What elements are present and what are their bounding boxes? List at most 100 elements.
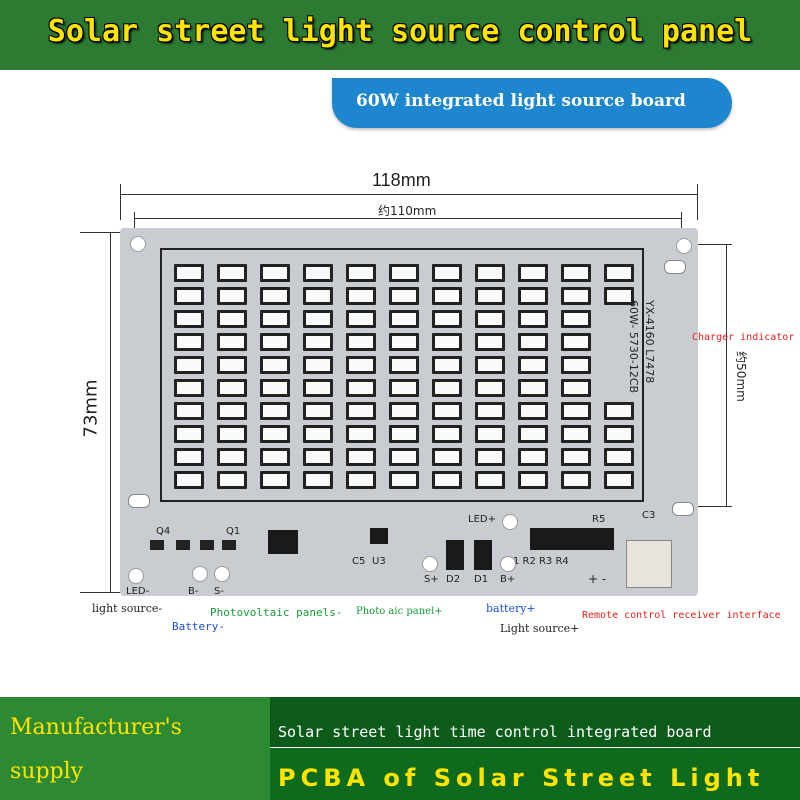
led-chip bbox=[604, 471, 634, 489]
board-model-1: 60W- 5730-12CB bbox=[627, 300, 640, 394]
silk-q1: Q1 bbox=[226, 526, 241, 537]
led-chip bbox=[518, 287, 548, 305]
led-chip bbox=[475, 379, 505, 397]
led-chip bbox=[475, 287, 505, 305]
label-light-source-plus: Light source+ bbox=[500, 622, 580, 635]
led-chip bbox=[604, 287, 634, 305]
led-chip bbox=[217, 310, 247, 328]
led-chip bbox=[217, 471, 247, 489]
led-chip bbox=[174, 471, 204, 489]
subtitle-badge: 60W integrated light source board bbox=[332, 78, 732, 128]
silk-s-minus: S- bbox=[214, 586, 224, 597]
mount-slot-right-top bbox=[664, 260, 686, 274]
led-chip bbox=[303, 379, 333, 397]
width-inner-tick-right bbox=[681, 212, 682, 242]
transistor-q4b bbox=[176, 540, 190, 550]
width-inner-line bbox=[134, 218, 682, 219]
led-chip bbox=[389, 310, 419, 328]
led-chip bbox=[346, 310, 376, 328]
led-chip bbox=[217, 264, 247, 282]
led-chip bbox=[174, 448, 204, 466]
silk-b-minus: B- bbox=[188, 586, 199, 597]
led-chip bbox=[303, 425, 333, 443]
footer-manufacturer: Manufacturer's supply bbox=[10, 715, 182, 784]
subtitle-text: 60W integrated light source board bbox=[356, 91, 686, 111]
led-chip bbox=[561, 333, 591, 351]
led-chip bbox=[432, 425, 462, 443]
silk-led-minus: LED- bbox=[126, 586, 150, 597]
led-chip bbox=[389, 402, 419, 420]
mount-slot-right-bottom bbox=[672, 502, 694, 516]
led-chip bbox=[303, 402, 333, 420]
diode-d2 bbox=[446, 540, 464, 570]
led-chip bbox=[561, 379, 591, 397]
silk-c3: C3 bbox=[642, 510, 656, 521]
label-charger-indicator: Charger indicator bbox=[692, 332, 795, 343]
led-chip bbox=[389, 287, 419, 305]
led-chip bbox=[432, 333, 462, 351]
page-title: Solar street light source control panel bbox=[47, 14, 753, 49]
height-inner-tick-bottom bbox=[688, 506, 732, 507]
led-chip bbox=[346, 287, 376, 305]
led-chip bbox=[260, 287, 290, 305]
led-chip bbox=[389, 448, 419, 466]
led-chip bbox=[174, 402, 204, 420]
led-chip bbox=[260, 448, 290, 466]
led-chip bbox=[174, 356, 204, 374]
transistor-q1a bbox=[200, 540, 214, 550]
led-chip bbox=[475, 402, 505, 420]
led-chip bbox=[346, 471, 376, 489]
width-outer-tick-left bbox=[120, 184, 121, 220]
led-chip bbox=[217, 425, 247, 443]
height-outer-label: 73mm bbox=[80, 379, 102, 438]
led-chip bbox=[475, 310, 505, 328]
transistor-q1b bbox=[222, 540, 236, 550]
led-chip bbox=[518, 402, 548, 420]
led-chip bbox=[260, 264, 290, 282]
led-chip bbox=[475, 471, 505, 489]
led-chip bbox=[303, 356, 333, 374]
led-chip bbox=[432, 356, 462, 374]
led-chip bbox=[389, 379, 419, 397]
label-battery-plus: battery+ bbox=[486, 602, 536, 615]
led-chip bbox=[389, 471, 419, 489]
led-chip bbox=[174, 310, 204, 328]
label-pv-minus: Photovoltaic panels- bbox=[210, 606, 343, 619]
led-chip bbox=[561, 402, 591, 420]
led-array-frame bbox=[160, 248, 644, 502]
led-chip bbox=[604, 402, 634, 420]
led-chip bbox=[432, 471, 462, 489]
label-battery-minus: Battery- bbox=[172, 620, 225, 633]
footer-line1-bg bbox=[270, 697, 800, 747]
height-inner-line bbox=[726, 244, 727, 506]
silk-r1-r4: R1 R2 R3 R4 bbox=[506, 556, 569, 567]
led-chip bbox=[174, 425, 204, 443]
width-inner-label: 约110mm bbox=[378, 204, 437, 218]
led-chip bbox=[518, 356, 548, 374]
width-outer-tick-right bbox=[697, 184, 698, 220]
led-chip bbox=[561, 310, 591, 328]
led-chip bbox=[432, 448, 462, 466]
led-chip bbox=[303, 333, 333, 351]
mount-slot-left bbox=[128, 494, 150, 508]
led-chip bbox=[303, 471, 333, 489]
led-chip bbox=[561, 264, 591, 282]
silk-r5: R5 bbox=[592, 514, 606, 525]
led-chip bbox=[260, 425, 290, 443]
label-light-source-minus: light source- bbox=[92, 602, 163, 615]
led-chip bbox=[217, 356, 247, 374]
led-chip bbox=[518, 264, 548, 282]
led-chip bbox=[432, 287, 462, 305]
led-chip bbox=[174, 287, 204, 305]
height-inner-tick-top bbox=[688, 244, 732, 245]
led-chip bbox=[260, 471, 290, 489]
led-chip bbox=[604, 425, 634, 443]
silk-c5: C5 bbox=[352, 556, 366, 567]
led-chip bbox=[389, 425, 419, 443]
led-chip bbox=[604, 264, 634, 282]
mount-hole-top-left bbox=[130, 236, 146, 252]
pad-pv-plus bbox=[422, 556, 438, 572]
led-chip bbox=[518, 425, 548, 443]
resistor-row bbox=[530, 528, 614, 550]
footer-line2-bg bbox=[270, 748, 800, 800]
